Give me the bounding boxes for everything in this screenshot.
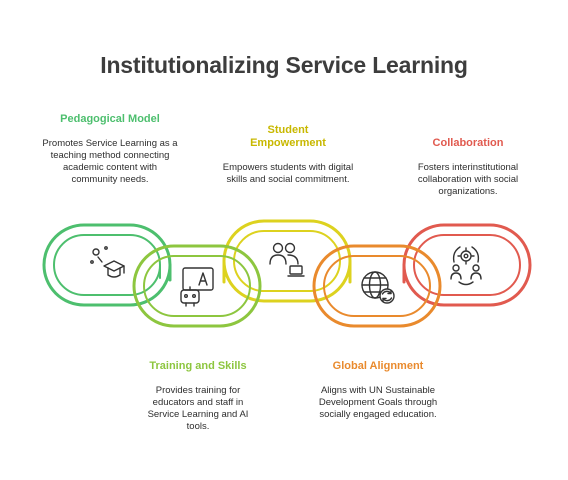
label-training-skills: Training and Skills (149, 360, 247, 372)
teaching-method-icon (90, 246, 125, 278)
link-collaboration (402, 223, 532, 307)
robot-whiteboard-icon (180, 267, 214, 307)
desc-student-empowerment: Empowers students with digital skills an… (222, 162, 354, 185)
team-gear-icon (450, 246, 482, 286)
desc-training-skills: Provides training for educators and staf… (147, 385, 249, 432)
desc-global-alignment: Aligns with UN Sustainable Development G… (318, 385, 438, 420)
label-pedagogical-model: Pedagogical Model (60, 113, 160, 125)
students-laptop-icon (269, 242, 305, 277)
diagram-title: Institutionalizing Service Learning (100, 52, 468, 78)
globe-sync-icon (361, 271, 395, 304)
label-global-alignment: Global Alignment (332, 360, 424, 372)
desc-pedagogical-model: Promotes Service Learning as a teaching … (42, 138, 178, 185)
link-training-skills (132, 244, 262, 328)
label-collaboration: Collaboration (432, 137, 504, 149)
desc-collaboration: Fosters interinstitutional collaboration… (417, 162, 519, 197)
label-student-empowerment: Student Empowerment (250, 124, 326, 149)
link-student-empowerment (222, 219, 352, 303)
link-global-alignment (312, 244, 442, 328)
